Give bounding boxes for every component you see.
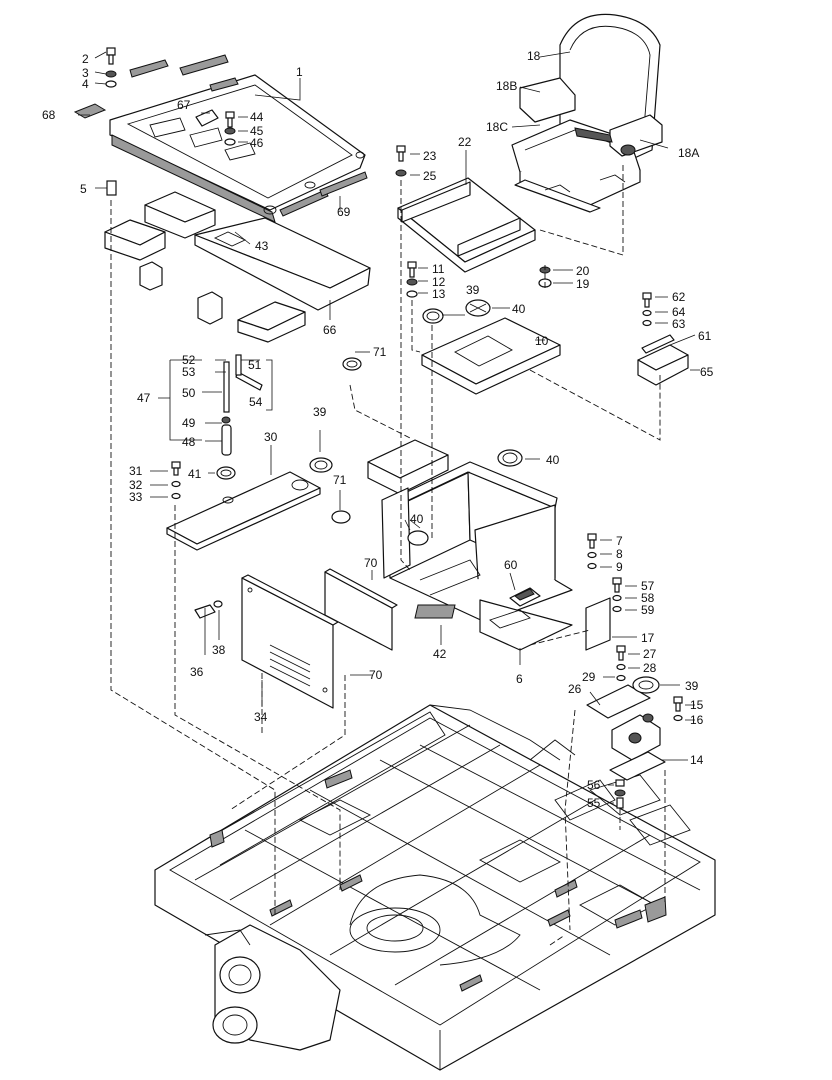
callout-26: 26: [568, 682, 582, 696]
callout-18A: 18A: [678, 146, 699, 160]
callout-44: 44: [250, 110, 264, 124]
callout-14: 14: [690, 753, 704, 767]
callout-8: 8: [616, 547, 623, 561]
callout-39a: 39: [466, 283, 480, 297]
callout-71a: 71: [373, 345, 387, 359]
operator-seat: [511, 13, 663, 213]
callout-49: 49: [182, 416, 196, 430]
callout-40c: 40: [410, 512, 424, 526]
callout-71b: 71: [333, 473, 347, 487]
callout-17: 17: [641, 631, 655, 645]
callout-53: 53: [182, 365, 196, 379]
right-bracket-block: [637, 292, 689, 386]
callout-23: 23: [423, 149, 437, 163]
callout-39b: 39: [313, 405, 327, 419]
callout-34: 34: [254, 710, 268, 724]
callout-labels: 1 2 3 4 68 5 67 44 45 46 69 43 66 18 18B…: [42, 49, 714, 810]
callout-36: 36: [190, 665, 204, 679]
callout-30: 30: [264, 430, 278, 444]
callout-5: 5: [80, 182, 87, 196]
callout-1: 1: [296, 65, 303, 79]
callout-39c: 39: [685, 679, 699, 693]
callout-3: 3: [82, 66, 89, 80]
base-frame: [154, 704, 716, 1071]
access-panel: [194, 568, 398, 709]
callout-16: 16: [690, 713, 704, 727]
callout-43: 43: [255, 239, 269, 253]
callout-12: 12: [432, 275, 446, 289]
callout-20: 20: [576, 264, 590, 278]
callout-leaders: [78, 51, 700, 804]
leader-lines: [110, 165, 666, 946]
callout-29: 29: [582, 670, 596, 684]
callout-65: 65: [700, 365, 714, 379]
callout-56: 56: [587, 778, 601, 792]
callout-13: 13: [432, 287, 446, 301]
callout-2: 2: [82, 52, 89, 66]
callout-7: 7: [616, 534, 623, 548]
callout-18B: 18B: [496, 79, 517, 93]
callout-68: 68: [42, 108, 56, 122]
callout-67: 67: [177, 98, 191, 112]
callout-42: 42: [433, 647, 447, 661]
side-cover-plate: [166, 357, 362, 551]
callout-64: 64: [672, 305, 686, 319]
callout-46: 46: [250, 136, 264, 150]
callout-70a: 70: [364, 556, 378, 570]
callout-28: 28: [643, 661, 657, 675]
callout-62: 62: [672, 290, 686, 304]
callout-59: 59: [641, 603, 655, 617]
callout-31: 31: [129, 464, 143, 478]
callout-41: 41: [188, 467, 202, 481]
callout-6: 6: [516, 672, 523, 686]
callout-50: 50: [182, 386, 196, 400]
callout-4: 4: [82, 77, 89, 91]
callout-38: 38: [212, 643, 226, 657]
callout-27: 27: [643, 647, 657, 661]
callout-57: 57: [641, 579, 655, 593]
callout-18C: 18C: [486, 120, 508, 134]
callout-61: 61: [698, 329, 712, 343]
callout-48: 48: [182, 435, 196, 449]
valve-block-assembly: [585, 533, 683, 809]
callout-33: 33: [129, 490, 143, 504]
callout-10: 10: [535, 334, 549, 348]
callout-19: 19: [576, 277, 590, 291]
callout-51: 51: [248, 358, 262, 372]
callout-40a: 40: [512, 302, 526, 316]
callout-69: 69: [337, 205, 351, 219]
callout-60: 60: [504, 558, 518, 572]
callout-63: 63: [672, 317, 686, 331]
callout-18: 18: [527, 49, 541, 63]
control-stand-frame: [367, 439, 573, 651]
callout-52: 52: [182, 353, 196, 367]
callout-22: 22: [458, 135, 472, 149]
callout-55: 55: [587, 796, 601, 810]
callout-9: 9: [616, 560, 623, 574]
callout-70b: 70: [369, 668, 383, 682]
lever-rod-assembly: [221, 354, 263, 456]
callout-47: 47: [137, 391, 151, 405]
callout-32: 32: [129, 478, 143, 492]
floor-plate: [406, 261, 561, 395]
callout-40b: 40: [546, 453, 560, 467]
callout-11: 11: [432, 262, 445, 276]
callout-15: 15: [690, 698, 704, 712]
callout-45: 45: [250, 124, 264, 138]
callout-54: 54: [249, 395, 263, 409]
seat-cover-plate: [109, 54, 368, 223]
callout-25: 25: [423, 169, 437, 183]
callout-58: 58: [641, 591, 655, 605]
callout-66: 66: [323, 323, 337, 337]
